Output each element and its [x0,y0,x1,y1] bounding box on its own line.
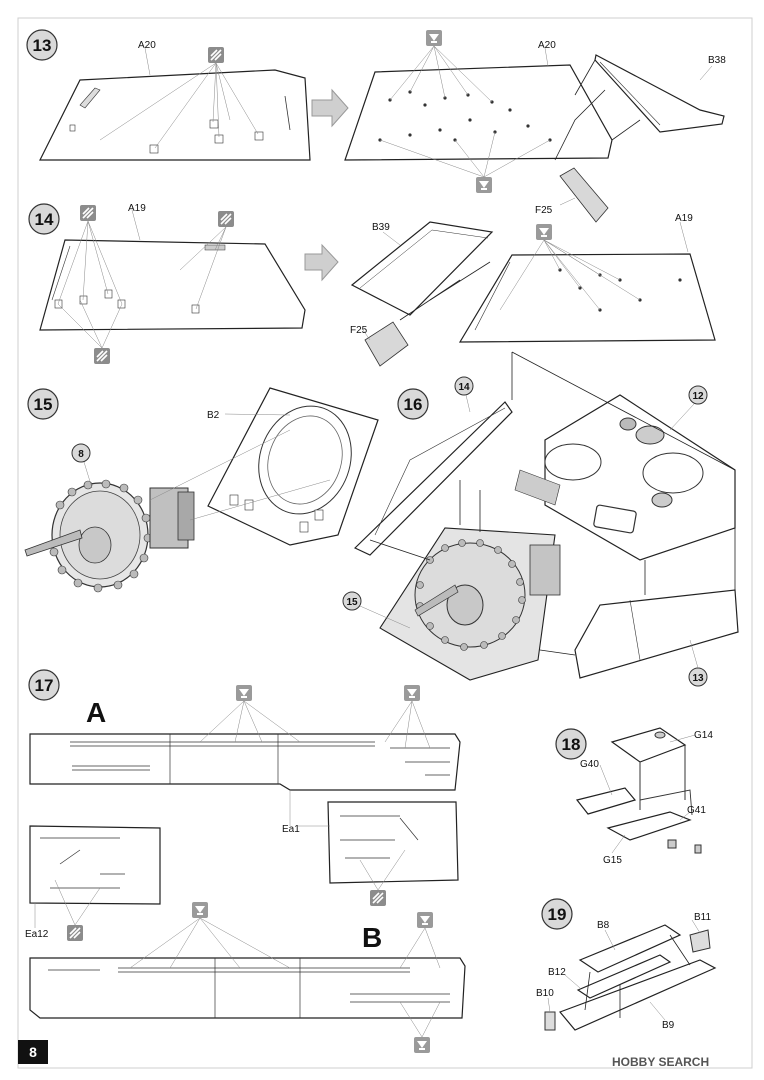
step-15-badge [27,388,59,420]
label-b11: B11 [694,912,711,923]
part-b12 [576,954,672,999]
label-f25: F25 [535,205,553,216]
part-b38 [594,54,725,133]
label-g41: G41 [687,805,706,816]
glue-icon [417,912,433,928]
label-b39: B39 [372,222,390,233]
step-17-badge [28,669,60,701]
step-14-plate-a19 [39,239,306,331]
part-f25-b [364,321,409,367]
label-b9: B9 [662,1020,675,1031]
step-19: 19 B8 B11 B12 B10 B9 [536,898,717,1031]
label-a19: A19 [128,203,146,214]
step-17: 17 A Ea1 [25,669,466,1053]
step-16-badge [397,388,429,420]
step-17-number: 17 [35,676,54,695]
glue-icon [192,902,208,918]
label-g15: G15 [603,855,622,866]
label-b10: B10 [536,988,554,999]
step-13-number: 13 [33,36,52,55]
part-b10 [544,1011,556,1031]
part-g15 [606,811,692,841]
next-arrow-icon [311,88,349,128]
part-b9 [558,959,717,1031]
step-13-plate-a20-b [344,64,613,161]
svg-text:8: 8 [78,449,84,460]
step-13-badge [26,29,58,61]
svg-text:13: 13 [692,673,704,684]
glue-icon [414,1037,430,1053]
variant-b-label: B [362,922,382,953]
step-18-number: 18 [562,735,581,754]
part-ea12 [29,825,161,905]
label-b12: B12 [548,967,566,978]
step-15-number: 15 [34,395,53,414]
watermark: HOBBY SEARCH [612,1055,709,1069]
step-13-plate-a20 [39,69,311,161]
step-14: 14 A19 B39 F25 [28,203,716,367]
callout-12 [688,385,708,405]
glue-icon [476,177,492,193]
part-14-plate [353,401,513,556]
plate-b [29,957,466,1019]
part-g14 [610,727,687,763]
glue-icon [236,685,252,701]
step-14-number: 14 [35,210,54,229]
glue-icon [404,685,420,701]
label-ea1: Ea1 [282,824,300,835]
part-b8 [578,924,682,973]
plate-a [29,733,461,791]
drill-hole-icon [207,46,225,64]
step-18: 18 G14 G40 G41 G15 [555,727,713,866]
drill-hole-icon [79,204,97,222]
callout-8 [71,443,91,463]
glue-icon [536,224,552,240]
callout-15 [342,591,362,611]
drill-hole-icon [66,924,84,942]
part-f25 [559,167,609,223]
step-13: 13 A20 [26,29,726,223]
label-b38: B38 [708,55,726,66]
label-g40: G40 [580,759,599,770]
label-ea12: Ea12 [25,929,49,940]
next-arrow-icon [304,243,339,282]
svg-text:15: 15 [346,597,358,608]
step-16-number: 16 [404,395,423,414]
part-g40 [575,787,637,815]
step-19-badge [541,898,573,930]
step-15: 15 B2 8 [24,387,379,593]
page-border [17,17,753,1069]
drill-hole-icon [93,347,111,365]
step-14-badge [28,203,60,235]
part-13-plate [574,589,739,679]
step-16: 16 14 12 15 [342,351,739,687]
page-number: 8 [29,1044,37,1060]
part-b39 [350,221,494,316]
variant-a-label: A [86,697,106,728]
glue-icon [426,30,442,46]
part-b11 [689,929,711,953]
drill-hole-icon [369,889,387,907]
drill-hole-icon [217,210,235,228]
page-number-box [18,1040,48,1064]
step-18-badge [555,728,587,760]
label-a20-b: A20 [538,40,556,51]
label-g14: G14 [694,730,713,741]
svg-text:12: 12 [692,391,704,402]
label-f25-b: F25 [350,325,368,336]
part-g41 [639,789,693,816]
label-b2: B2 [207,410,220,421]
part-ea1 [327,801,459,884]
svg-text:14: 14 [458,382,470,393]
label-a19-b: A19 [675,213,693,224]
label-b8: B8 [597,920,610,931]
callout-14 [454,376,474,396]
step-19-number: 19 [548,905,567,924]
label-a20: A20 [138,40,156,51]
step-14-plate-a19-b [458,253,716,343]
